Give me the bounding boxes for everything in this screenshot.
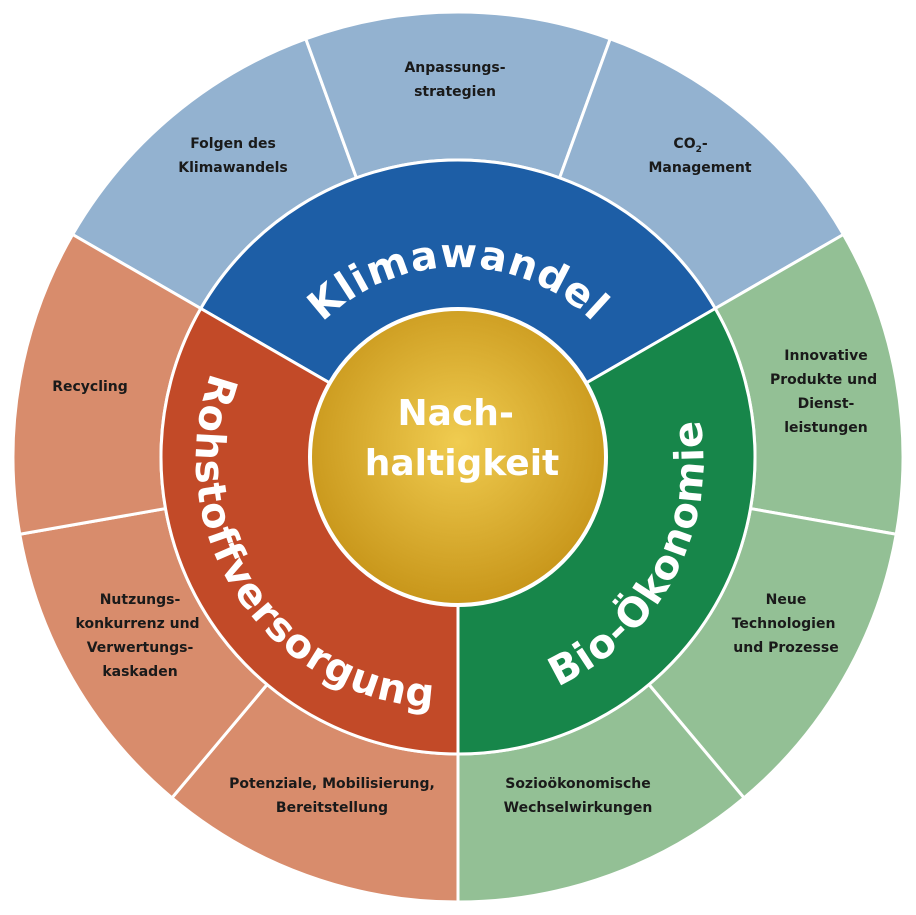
segment-anpassungsstrategien: Anpassungs-strategien: [404, 60, 505, 100]
segment-potenziale-mobilisierung: Potenziale, Mobilisierung,Bereitstellung: [229, 776, 435, 816]
segment-nutzungskonkurrenz: Nutzungs-konkurrenz und Verwertungs-kask…: [76, 592, 205, 680]
middle-ring: [159, 158, 757, 756]
outer-ring: [11, 10, 905, 904]
segment-recycling: Recycling: [52, 379, 128, 395]
center-label: Nach- haltigkeit: [365, 393, 560, 484]
segment-co2-management: CO2- Management: [648, 136, 751, 176]
center-circle: [308, 307, 608, 607]
